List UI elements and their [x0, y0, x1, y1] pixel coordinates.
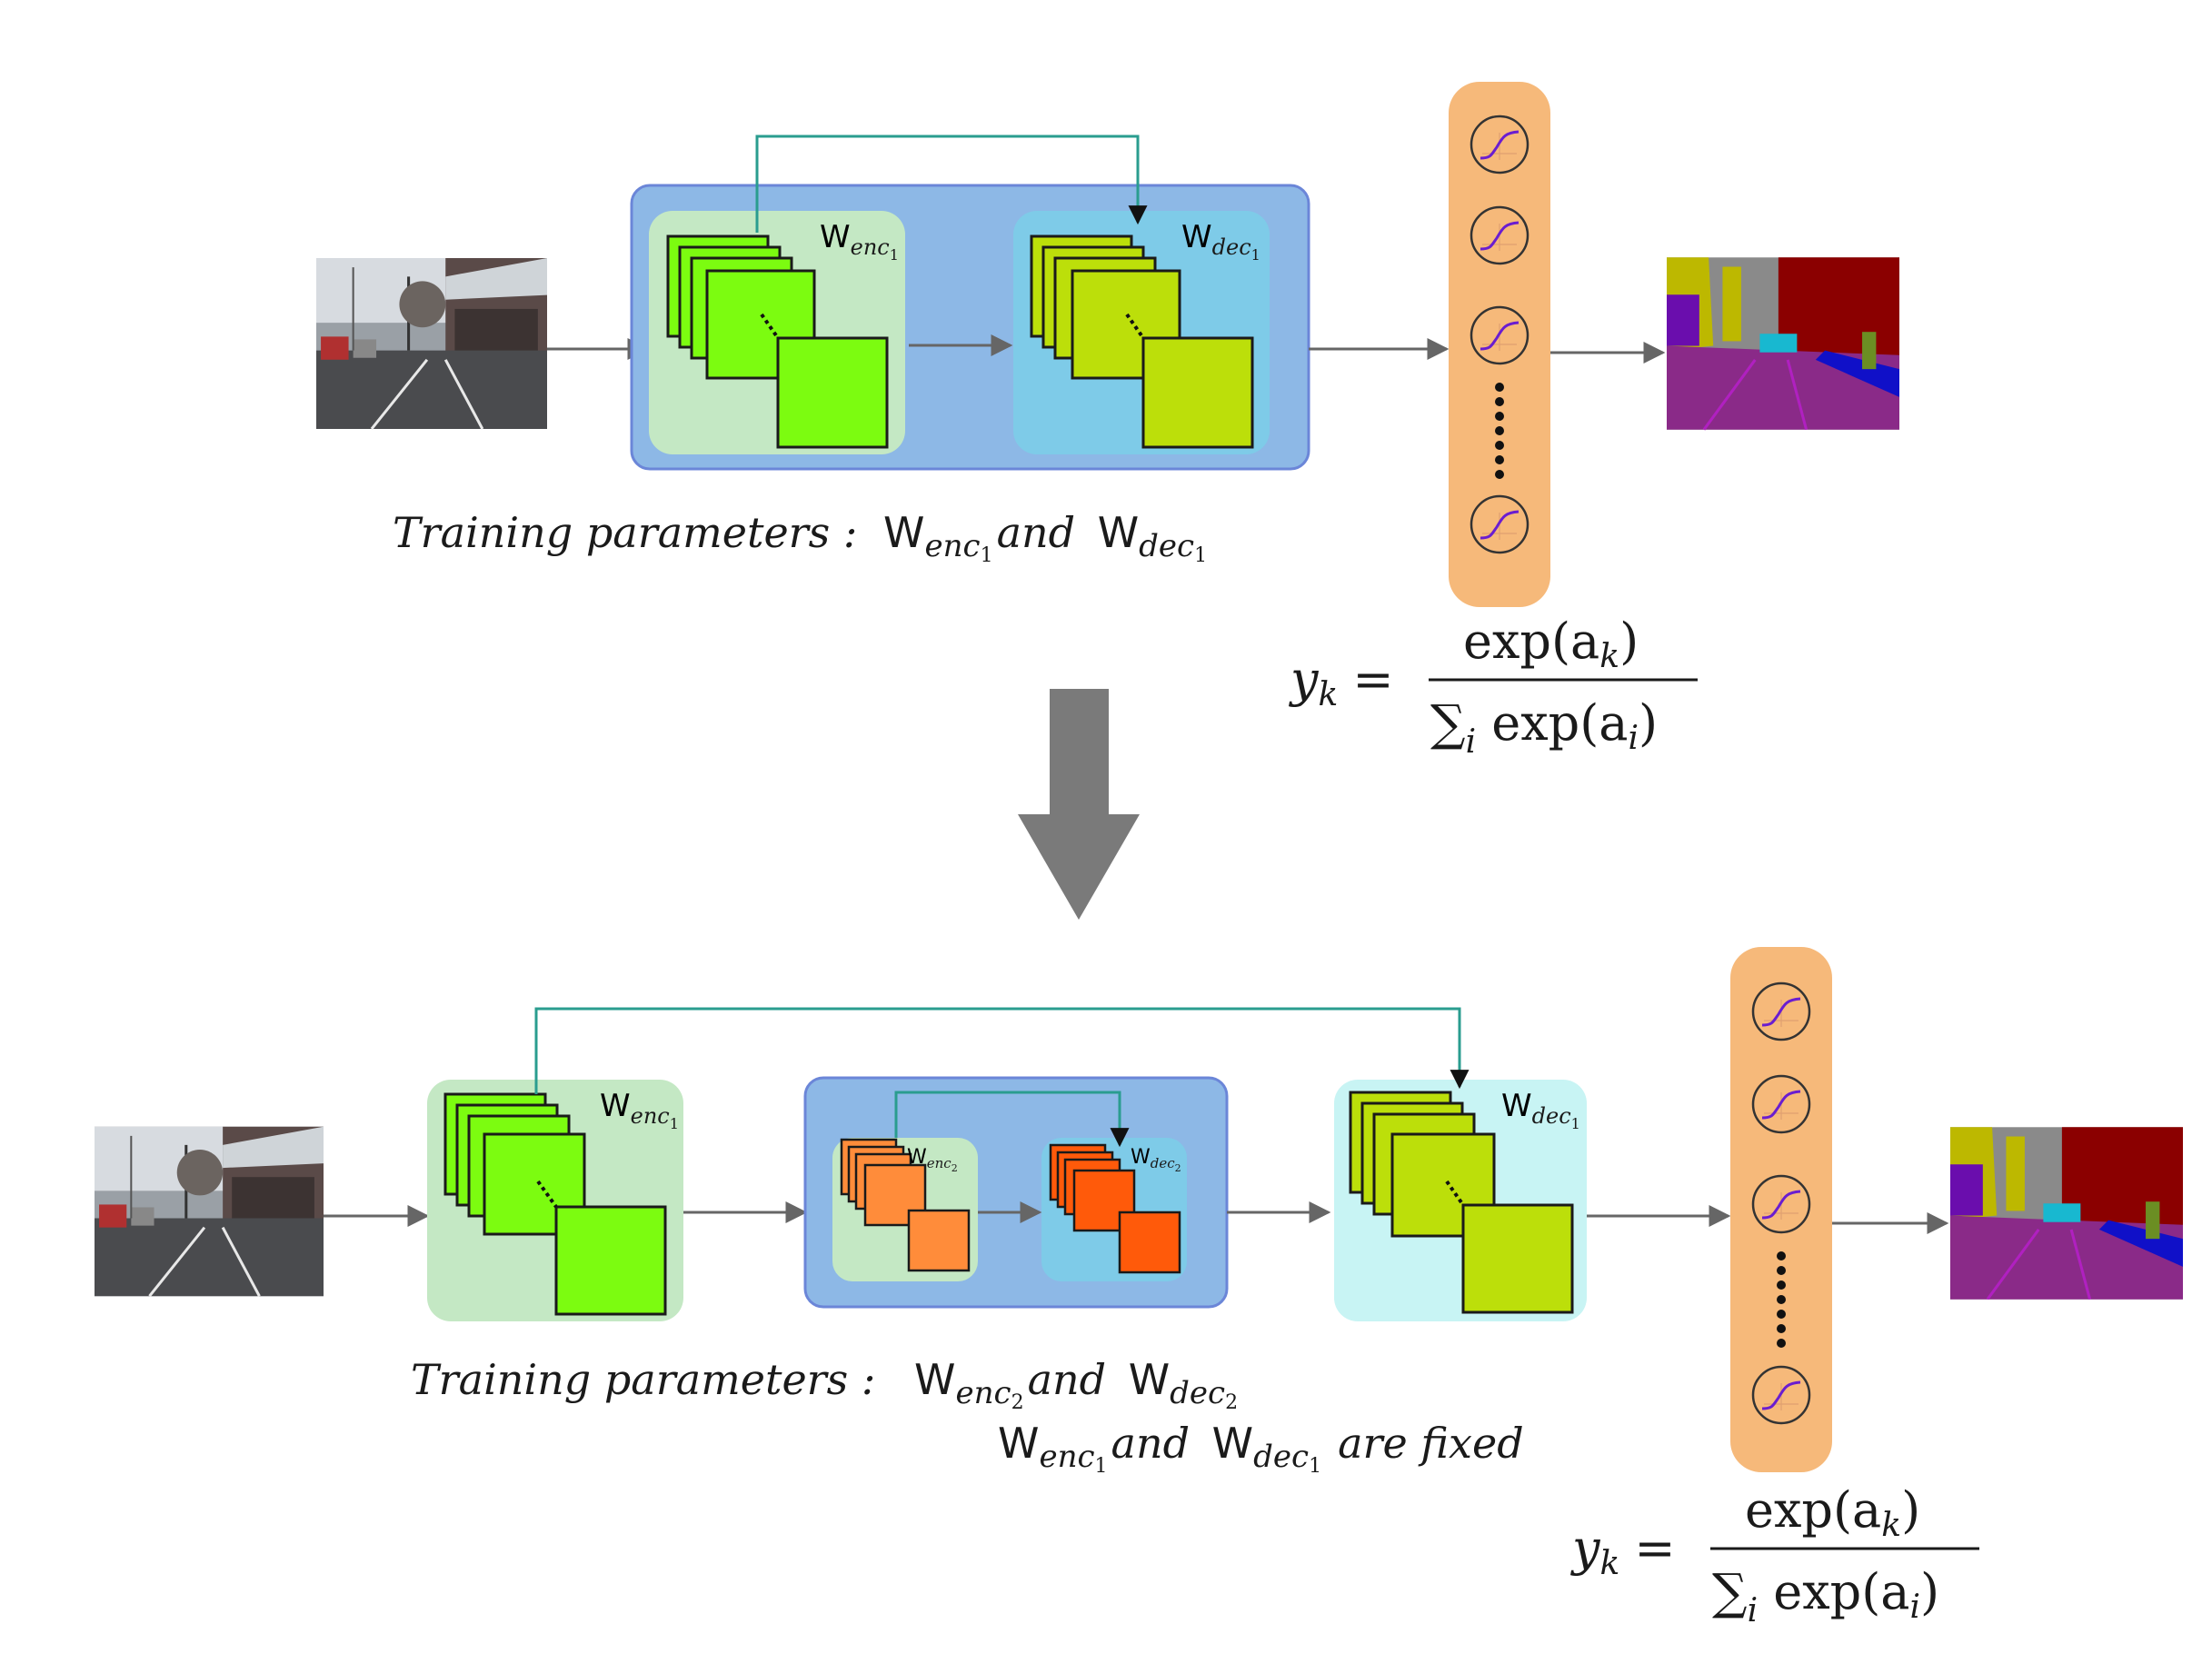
ellipsis-dots: [1777, 1251, 1786, 1348]
decoder2-filter-stack: [1049, 1143, 1181, 1274]
encoder-filter-stack: [666, 234, 889, 449]
output-segmentation-map: [1667, 257, 1899, 429]
decoder1-stack-dots: [1445, 1180, 1465, 1207]
input-street-image: [95, 1127, 324, 1296]
input-street-image: [316, 258, 547, 429]
svg-text:∑i exp(ai): ∑i exp(ai): [1712, 1563, 1939, 1629]
dec-label: Wdec1: [1181, 219, 1260, 264]
output-segmentation-map: [1950, 1127, 2183, 1299]
encoder1-filter-stack: [443, 1092, 667, 1316]
dec1-label: Wdec1: [1501, 1088, 1580, 1132]
svg-text:yk=: yk=: [1570, 1520, 1676, 1582]
enc-label: Wenc1: [820, 219, 899, 264]
ellipsis-dots: [1495, 383, 1504, 479]
softmax-formula-bottom: yk= exp(ak) ∑i exp(ai): [1570, 1481, 1979, 1629]
inner-skip-connection: [894, 1091, 1130, 1148]
decoder-stack-dots: [1125, 313, 1145, 340]
encoder2-filter-stack: [840, 1138, 971, 1272]
bottom-diagram: Wenc1 Wenc2 Wdec2: [95, 947, 2183, 1629]
down-arrow-icon: [1018, 689, 1140, 920]
svg-text:exp(ak): exp(ak): [1463, 613, 1639, 675]
skip-connection: [755, 135, 1148, 233]
training-parameters-top: Training parameters : Wenc1and Wdec1: [393, 508, 1207, 567]
decoder-filter-stack: [1030, 234, 1254, 449]
enc1-label: Wenc1: [600, 1088, 679, 1132]
encoder-stack-dots: [760, 313, 780, 340]
svg-text:exp(ak): exp(ak): [1745, 1481, 1920, 1544]
decoder1-filter-stack: [1349, 1091, 1574, 1314]
enc2-label: Wenc2: [907, 1146, 958, 1174]
svg-text:∑i exp(ai): ∑i exp(ai): [1430, 694, 1658, 761]
svg-text:yk=: yk=: [1289, 651, 1394, 713]
top-diagram: Wenc1 Wdec1 Training parameters : Wenc1a…: [316, 82, 1899, 761]
outer-skip-connection: [534, 1007, 1470, 1094]
training-parameters-bottom-line1: Training parameters : Wenc2and Wdec2: [411, 1355, 1238, 1414]
encoder1-stack-dots: [536, 1180, 558, 1209]
softmax-formula-top: yk= exp(ak) ∑i exp(ai): [1289, 613, 1698, 761]
dec2-label: Wdec2: [1131, 1146, 1181, 1174]
